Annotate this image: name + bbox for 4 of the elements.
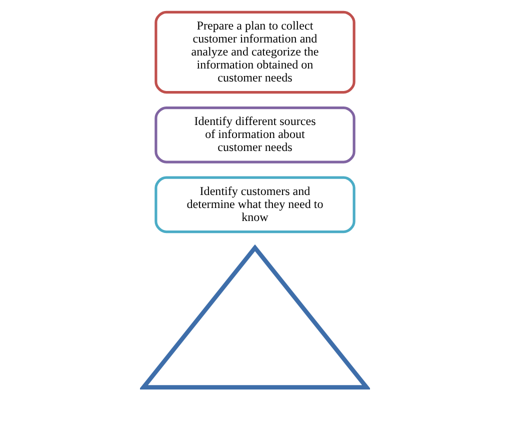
node-box: Identify customers and determine what they need to know (154, 176, 355, 234)
node-box: Prepare a plan to collect customer information and analyze and categorize the information obtained on customer needs (154, 10, 355, 94)
node-box: Identify different sources of information about customer needs (154, 106, 355, 164)
node-triangle (140, 244, 370, 390)
